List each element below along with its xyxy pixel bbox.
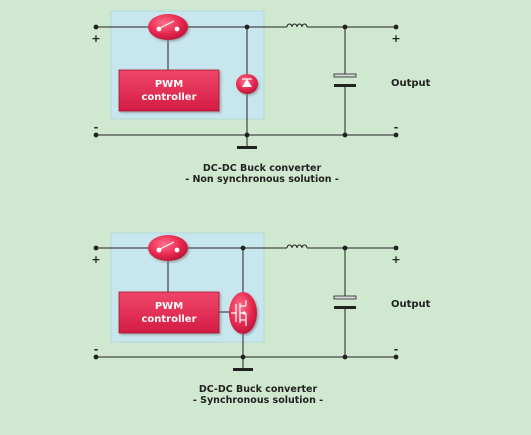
pwm-label-line1: PWM (155, 301, 183, 312)
pwm-label-line1: PWM (155, 79, 183, 90)
diagram-non-synchronous: PWM controller + + - - Output DC-DC Buck… (91, 10, 431, 185)
junction-dots-1 (93, 24, 399, 138)
junction-dots-2 (93, 245, 399, 360)
pwm-label-line2: controller (141, 92, 196, 103)
caption-title-2: DC-DC Buck converter (199, 384, 318, 395)
caption-subtitle-2: - Synchronous solution - (193, 395, 323, 406)
ground-bar-2 (233, 368, 253, 371)
pwm-controller-2 (118, 291, 220, 334)
output-label-1: Output (391, 78, 431, 89)
caption-subtitle-1: - Non synchronous solution - (185, 174, 339, 185)
minus-left-2: - (94, 343, 99, 356)
switch-icon (148, 235, 188, 261)
inductor-icon (286, 23, 308, 28)
minus-right-2: - (394, 343, 399, 356)
diagram-synchronous: PWM controller + + (91, 232, 431, 406)
minus-left-1: - (94, 121, 99, 134)
capacitor-icon (333, 295, 357, 309)
caption-title-1: DC-DC Buck converter (203, 163, 322, 174)
plus-right-1: + (391, 32, 400, 45)
switch-icon (148, 14, 188, 40)
pwm-controller-1 (118, 69, 220, 112)
plus-right-2: + (391, 253, 400, 266)
minus-right-1: - (394, 121, 399, 134)
output-label-2: Output (391, 299, 431, 310)
capacitor-icon (333, 73, 357, 87)
ground-bar-1 (237, 146, 257, 149)
plus-left-2: + (91, 253, 100, 266)
plus-left-1: + (91, 32, 100, 45)
pwm-label-line2: controller (141, 314, 196, 325)
inductor-icon (286, 244, 308, 249)
